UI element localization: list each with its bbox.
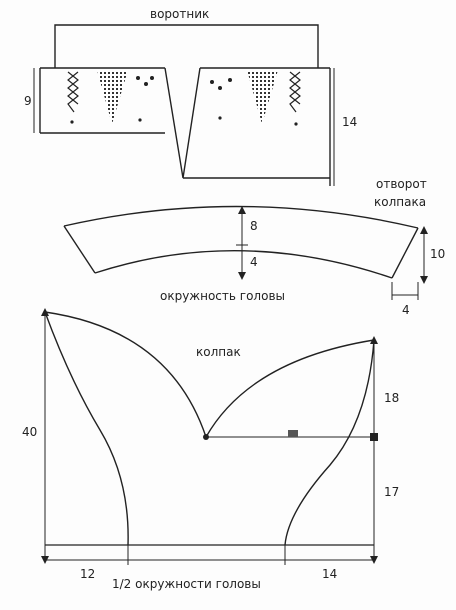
cable-motif-right: [289, 71, 301, 113]
cap-caption: 1/2 окружности головы: [112, 577, 261, 591]
brim-dim-top: 8: [250, 219, 258, 233]
brim-title-line2: колпака: [374, 195, 427, 209]
collar-dim-right: 14: [342, 115, 358, 129]
collar-top-bracket: [54, 24, 319, 68]
cap-left-inner: [44, 311, 129, 546]
mesh-wedge-right: [247, 70, 278, 124]
cap-piece: [44, 311, 375, 565]
brim-dim-corner: 4: [402, 303, 410, 317]
cap-right-lobe-outer: [205, 339, 375, 438]
collar-title: воротник: [150, 7, 210, 21]
cap-dim-right-lower: 17: [384, 485, 400, 499]
cap-dim-bottom-right: 14: [322, 567, 338, 581]
collar-dim-left: 9: [24, 94, 32, 108]
brim-dim-right: 10: [430, 247, 446, 261]
cap-left-lobe-outer: [44, 311, 207, 438]
cap-dim-left: 40: [22, 425, 38, 439]
cap-right-inner: [284, 339, 375, 546]
cap-dim-bottom-left: 12: [80, 567, 96, 581]
brim-caption: окружность головы: [160, 289, 285, 303]
cap-title: колпак: [196, 345, 241, 359]
brim-right-edge: [391, 227, 419, 279]
brim-dim-bottom: 4: [250, 255, 258, 269]
collar-dart: [164, 67, 201, 179]
brim-top-curve: [63, 205, 419, 229]
mesh-wedge-left: [97, 70, 128, 124]
cable-motif-left: [67, 71, 79, 113]
brim-piece: [63, 205, 425, 300]
brim-left-edge: [63, 225, 96, 274]
brim-title-line1: отворот: [376, 177, 427, 191]
cap-dim-right-upper: 18: [384, 391, 400, 405]
collar-piece: [33, 24, 335, 186]
